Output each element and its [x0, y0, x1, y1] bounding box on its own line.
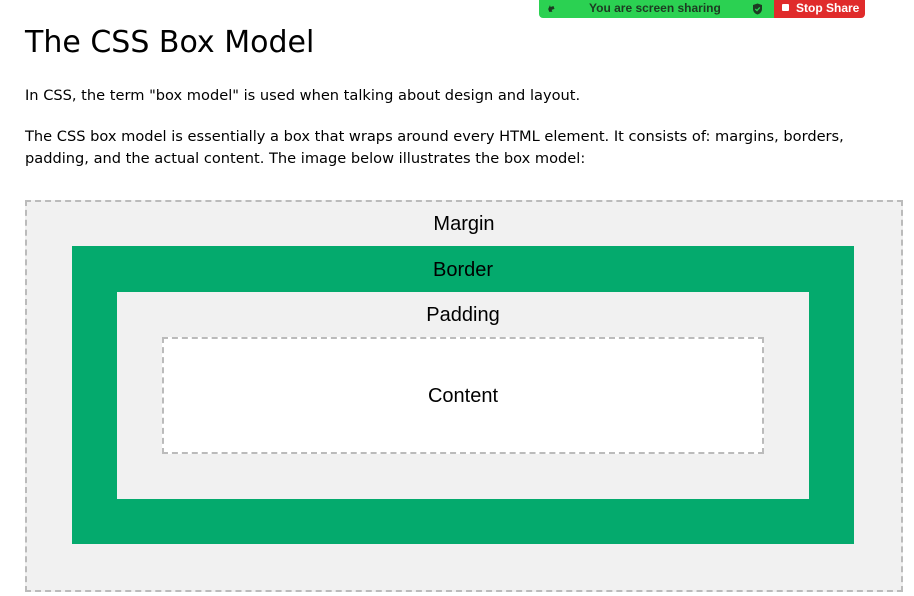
- content-label: Content: [427, 385, 499, 407]
- intro-paragraph: In CSS, the term "box model" is used whe…: [25, 87, 581, 104]
- screen-share-bar: You are screen sharing Stop Share: [539, 0, 865, 18]
- margin-label: Margin: [433, 213, 495, 235]
- page-title: The CSS Box Model: [25, 25, 315, 60]
- shield-check-icon: [753, 3, 762, 15]
- screen-share-status: You are screen sharing: [539, 0, 774, 18]
- description-paragraph: The CSS box model is essentially a box t…: [25, 128, 844, 167]
- stop-share-label: Stop Share: [796, 1, 860, 15]
- screen-share-status-text: You are screen sharing: [589, 1, 721, 15]
- stop-share-button[interactable]: Stop Share: [774, 0, 865, 18]
- content-box: [162, 337, 764, 454]
- padding-label: Padding: [426, 304, 500, 326]
- border-label: Border: [432, 259, 494, 281]
- stop-icon: [782, 4, 789, 11]
- screen-share-icon: [548, 5, 555, 12]
